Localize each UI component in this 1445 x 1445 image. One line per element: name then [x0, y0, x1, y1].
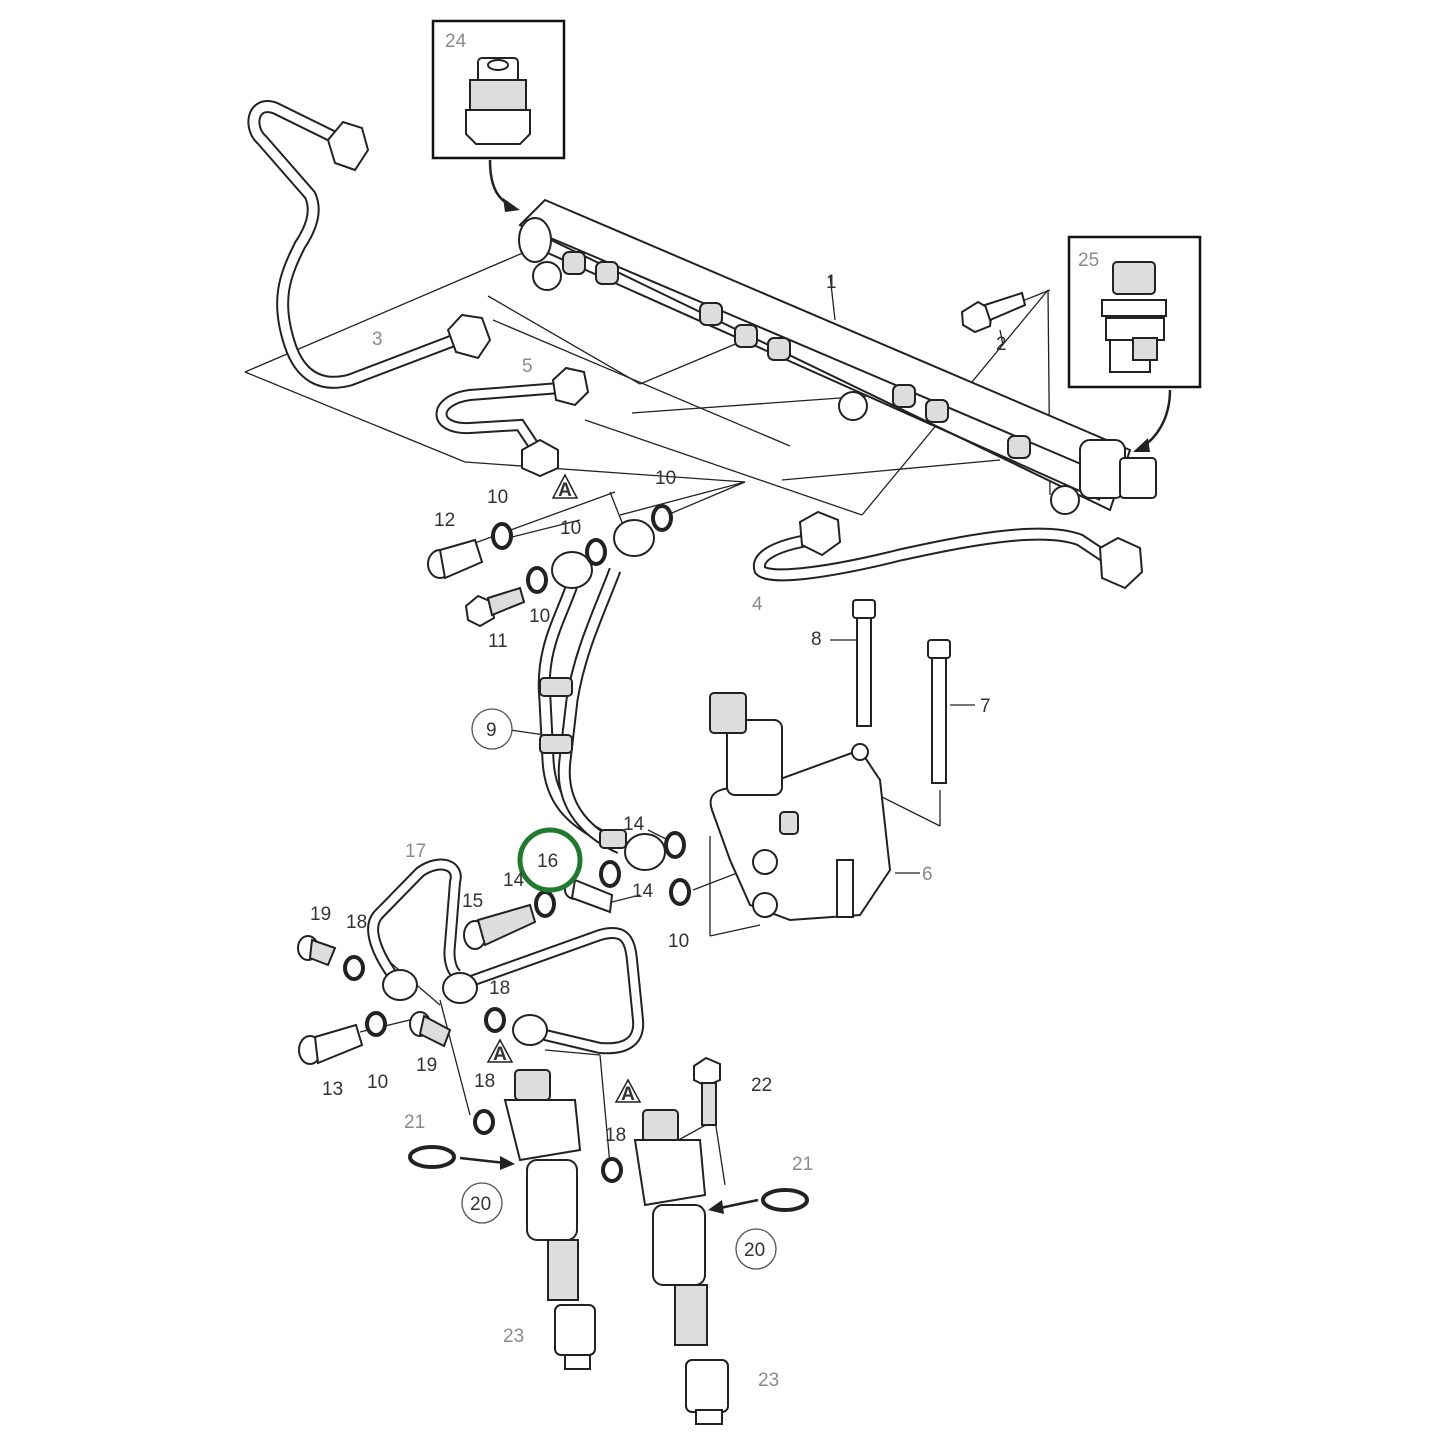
injection-pipe-part-4[interactable]	[752, 510, 1144, 590]
callout-22: 22	[751, 1075, 772, 1096]
callout-4: 4	[752, 594, 763, 615]
callout-2: 2	[996, 334, 1007, 355]
arrowhead-25-icon	[1133, 438, 1150, 452]
banjo-bolt-part-12[interactable]	[427, 538, 484, 580]
svg-text:A: A	[493, 1044, 507, 1065]
callout-1: 1	[826, 272, 837, 293]
callout-12: 12	[434, 510, 455, 531]
arrow-24-to-rail	[488, 159, 511, 207]
svg-text:A: A	[558, 480, 572, 501]
callout-10-d: 10	[655, 468, 676, 489]
callout-9: 9	[486, 720, 497, 741]
callout-16: 16	[537, 851, 558, 872]
callout-11: 11	[488, 631, 508, 652]
bolt-part-2[interactable]	[960, 291, 1027, 334]
callout-23-a: 23	[503, 1326, 524, 1347]
callout-10-c: 10	[529, 606, 550, 627]
callout-10-b: 10	[560, 518, 581, 539]
callout-6: 6	[922, 864, 933, 885]
callout-circle-20-right	[735, 1228, 777, 1270]
callout-18-a: 18	[346, 912, 367, 933]
callout-highlight-16[interactable]	[517, 827, 583, 893]
callout-15: 15	[462, 891, 483, 912]
pipe-part-5[interactable]	[435, 366, 590, 478]
callout-10-f: 10	[367, 1072, 388, 1093]
callout-10-e: 10	[668, 931, 689, 952]
callout-23-b: 23	[758, 1370, 779, 1391]
callout-labels: 1 2 3 4 5 6 7 8 9 10 10 10 10 10 10 11 1…	[310, 31, 1099, 1391]
callout-19-b: 19	[416, 1055, 437, 1076]
banjo-bolt-part-11[interactable]	[464, 586, 526, 628]
callout-25: 25	[1078, 250, 1099, 271]
callout-5: 5	[522, 356, 533, 377]
callout-20-b: 20	[744, 1240, 765, 1261]
arrow-25-to-rail	[1139, 389, 1172, 450]
callout-18-c: 18	[474, 1071, 495, 1092]
pipe-assembly-part-9[interactable]	[537, 519, 666, 871]
banjo-bolt-part-15[interactable]	[463, 903, 537, 950]
pump-housing-part-6[interactable]	[709, 692, 892, 922]
warning-mark-lower: A	[614, 1078, 642, 1105]
callout-circle-20-left	[461, 1182, 503, 1224]
callout-18-d: 18	[605, 1125, 626, 1146]
sealing-washers[interactable]	[343, 504, 809, 1212]
warning-mark-upper: A	[551, 473, 579, 501]
fuel-rail-part-1[interactable]	[518, 198, 1157, 515]
arrowhead-24-icon	[503, 198, 520, 212]
bolt-part-8[interactable]	[852, 599, 876, 727]
callout-3: 3	[372, 329, 383, 350]
warning-mark-middle: A	[486, 1038, 514, 1065]
callout-18-b: 18	[489, 978, 510, 999]
assembly-lines	[244, 251, 1051, 1186]
callout-8: 8	[811, 629, 822, 650]
bolt-part-22[interactable]	[693, 1056, 721, 1126]
svg-text:A: A	[621, 1084, 635, 1105]
callout-17: 17	[405, 841, 426, 862]
callout-21-a: 21	[404, 1112, 425, 1133]
pipe-part-17[interactable]	[367, 858, 645, 1055]
callout-10-a: 10	[487, 487, 508, 508]
callout-7: 7	[980, 696, 991, 717]
callout-14-b: 14	[503, 870, 525, 891]
callout-circle-9	[471, 708, 513, 750]
inset-part-24[interactable]	[431, 19, 566, 160]
callout-14-a: 14	[623, 814, 645, 835]
bolt-part-19-upper[interactable]	[297, 935, 337, 967]
bolt-part-7[interactable]	[927, 639, 951, 784]
injector-part-20-right[interactable]	[633, 1109, 729, 1425]
callout-14-c: 14	[632, 881, 654, 902]
callout-20-a: 20	[470, 1194, 491, 1215]
callout-21-b: 21	[792, 1154, 813, 1175]
callout-13: 13	[322, 1079, 343, 1100]
inset-part-25[interactable]	[1067, 235, 1202, 389]
injector-part-20-left[interactable]	[503, 1069, 596, 1370]
callout-19-a: 19	[310, 904, 331, 925]
bolt-part-19-lower[interactable]	[409, 1011, 452, 1048]
callout-24: 24	[445, 31, 467, 52]
injector-arrows	[459, 1156, 759, 1214]
banjo-bolt-part-13[interactable]	[298, 1023, 364, 1065]
injection-pipe-part-3[interactable]	[247, 100, 492, 389]
